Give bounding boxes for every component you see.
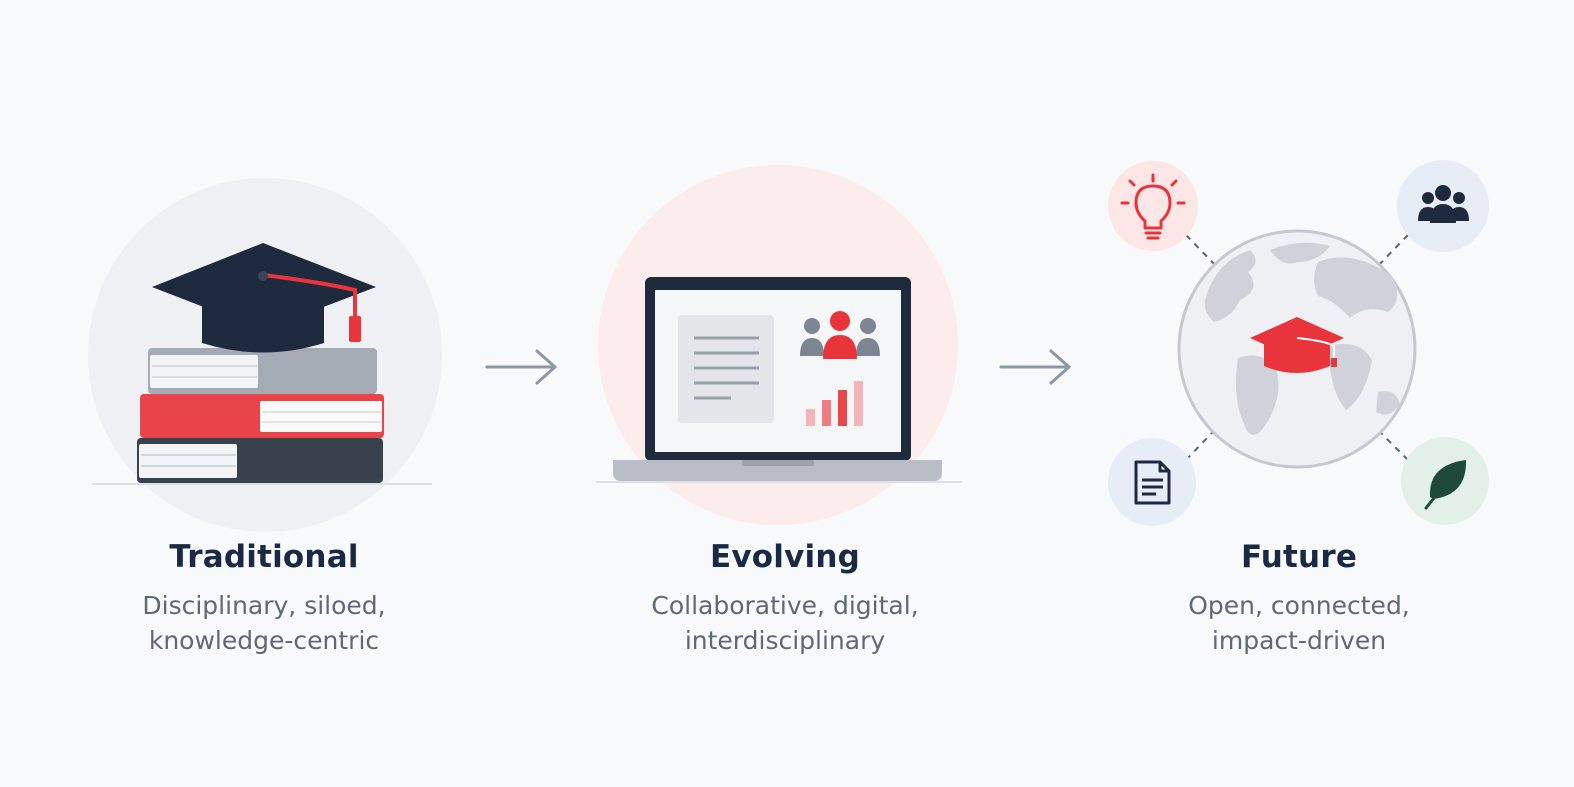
stage-description-line: impact-driven — [1211, 626, 1387, 655]
stage-description: Collaborative, digital, interdisciplinar… — [575, 588, 995, 658]
arrow-right-icon — [999, 349, 1071, 385]
future-illustration — [1108, 160, 1489, 526]
stage-description: Disciplinary, siloed, knowledge-centric — [54, 588, 474, 658]
globe-icon — [1177, 229, 1417, 469]
people-group-icon — [800, 311, 880, 359]
books-stack-icon — [137, 348, 384, 483]
lightbulb-icon — [1108, 161, 1198, 251]
stage-description-line: interdisciplinary — [684, 626, 886, 655]
evolving-illustration — [596, 165, 962, 525]
stage-evolving: Evolving Collaborative, digital, interdi… — [575, 538, 995, 658]
graduation-cap-icon — [152, 243, 376, 353]
stage-title: Future — [1240, 539, 1358, 575]
stage-title: Evolving — [709, 539, 860, 575]
stage-description-line: Collaborative, digital, — [651, 591, 919, 620]
stage-description-line: Open, connected, — [1188, 591, 1410, 620]
stage-description: Open, connected, impact-driven — [1089, 588, 1509, 658]
arrow-right-icon — [485, 349, 557, 385]
people-group-icon — [1397, 160, 1489, 252]
bar-chart-icon — [806, 381, 863, 426]
traditional-illustration — [88, 178, 442, 532]
stage-traditional: Traditional Disciplinary, siloed, knowle… — [54, 538, 474, 658]
document-icon — [1108, 438, 1196, 526]
laptop-icon — [613, 277, 942, 481]
graduation-cap-icon — [1250, 317, 1344, 373]
stage-future: Future Open, connected, impact-driven — [1089, 538, 1509, 658]
stage-description-line: knowledge-centric — [148, 626, 380, 655]
stage-title: Traditional — [169, 539, 359, 575]
stage-description-line: Disciplinary, siloed, — [142, 591, 386, 620]
leaf-icon — [1401, 437, 1489, 525]
document-panel — [678, 315, 774, 423]
